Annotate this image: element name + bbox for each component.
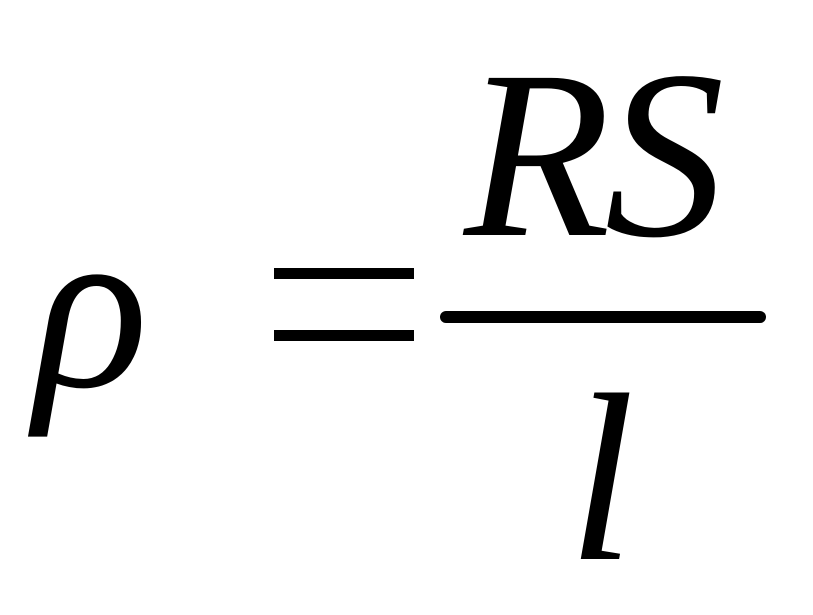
rho-symbol: ρ xyxy=(34,175,149,438)
equals-sign xyxy=(274,268,414,346)
equals-top-bar xyxy=(274,268,414,279)
equals-bottom-bar xyxy=(274,330,414,341)
numerator-rs: RS xyxy=(464,21,725,287)
denominator-l: l xyxy=(568,345,635,611)
fraction-bar xyxy=(440,311,766,323)
